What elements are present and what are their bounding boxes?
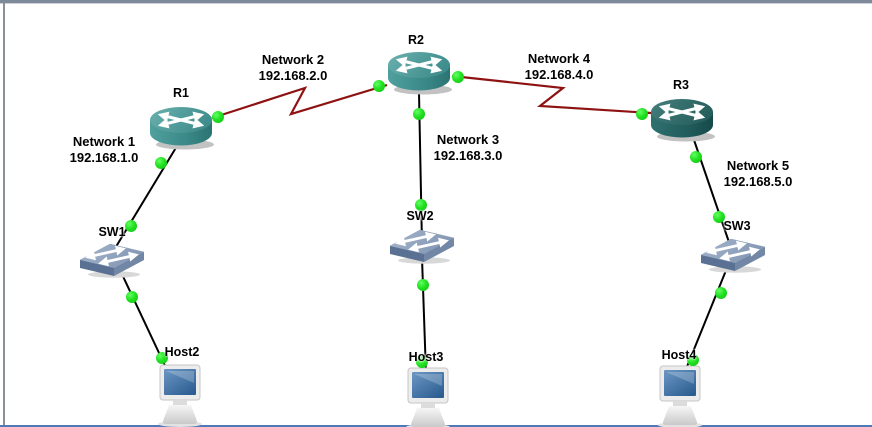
- link-status-dot: [156, 352, 168, 364]
- network-subnet: 192.168.3.0: [433, 148, 503, 163]
- link-status-dot: [126, 291, 138, 303]
- link-status-dot: [417, 279, 429, 291]
- network-name: Network 2: [261, 52, 325, 67]
- link-status-dot: [373, 80, 385, 92]
- window-left-edge: [3, 3, 5, 427]
- host-host4-icon[interactable]: [652, 364, 708, 427]
- device-label-host2[interactable]: Host2: [164, 345, 200, 359]
- device-label-host4[interactable]: Host4: [661, 348, 697, 362]
- serial-link-r2-r3[interactable]: [451, 74, 652, 115]
- network-label-4[interactable]: Network 4 192.168.4.0: [525, 51, 594, 83]
- device-label-sw3[interactable]: SW3: [723, 219, 751, 233]
- serial-link-r1-r2[interactable]: [211, 83, 388, 120]
- window-top-edge-shadow: [0, 3, 872, 4]
- network-subnet: 192.168.5.0: [723, 174, 793, 189]
- network-name: Network 4: [527, 51, 591, 66]
- link-status-dot: [713, 211, 725, 223]
- host-host2-icon[interactable]: [152, 363, 208, 427]
- network-name: Network 3: [436, 132, 500, 147]
- link-status-dot: [636, 108, 648, 120]
- link-status-dot: [690, 151, 702, 163]
- router-r2-icon[interactable]: [385, 49, 453, 95]
- router-r1-icon[interactable]: [147, 104, 215, 150]
- link-status-dot: [687, 354, 699, 366]
- switch-sw2-icon[interactable]: [386, 226, 458, 264]
- network-name: Network 1: [72, 134, 136, 149]
- network-name: Network 5: [726, 158, 790, 173]
- ethernet-link-sw2-host3[interactable]: [421, 257, 427, 375]
- link-status-dot: [416, 356, 428, 368]
- link-status-dot: [715, 287, 727, 299]
- host-host3-icon[interactable]: [400, 366, 456, 427]
- link-status-dot: [212, 111, 224, 123]
- device-label-sw1[interactable]: SW1: [98, 225, 126, 239]
- network-label-3[interactable]: Network 3 192.168.3.0: [434, 132, 503, 164]
- router-r3-icon[interactable]: [648, 96, 716, 142]
- link-status-dot: [415, 199, 427, 211]
- switch-sw3-icon[interactable]: [697, 235, 769, 273]
- network-subnet: 192.168.1.0: [69, 150, 139, 165]
- network-subnet: 192.168.2.0: [258, 68, 328, 83]
- link-status-dot: [452, 71, 464, 83]
- link-status-dot: [125, 220, 137, 232]
- network-label-5[interactable]: Network 5 192.168.5.0: [724, 158, 793, 190]
- network-label-2[interactable]: Network 2 192.168.2.0: [259, 52, 328, 84]
- device-label-r2[interactable]: R2: [408, 33, 424, 47]
- network-label-1[interactable]: Network 1 192.168.1.0: [70, 134, 139, 166]
- device-label-sw2[interactable]: SW2: [406, 209, 434, 223]
- network-subnet: 192.168.4.0: [524, 67, 594, 82]
- window-top-edge: [0, 0, 872, 3]
- device-label-r1[interactable]: R1: [173, 86, 189, 100]
- link-status-dot: [413, 108, 425, 120]
- device-label-host3[interactable]: Host3: [408, 350, 444, 364]
- link-status-dot: [155, 157, 167, 169]
- device-label-r3[interactable]: R3: [673, 78, 689, 92]
- switch-sw1-icon[interactable]: [76, 240, 148, 278]
